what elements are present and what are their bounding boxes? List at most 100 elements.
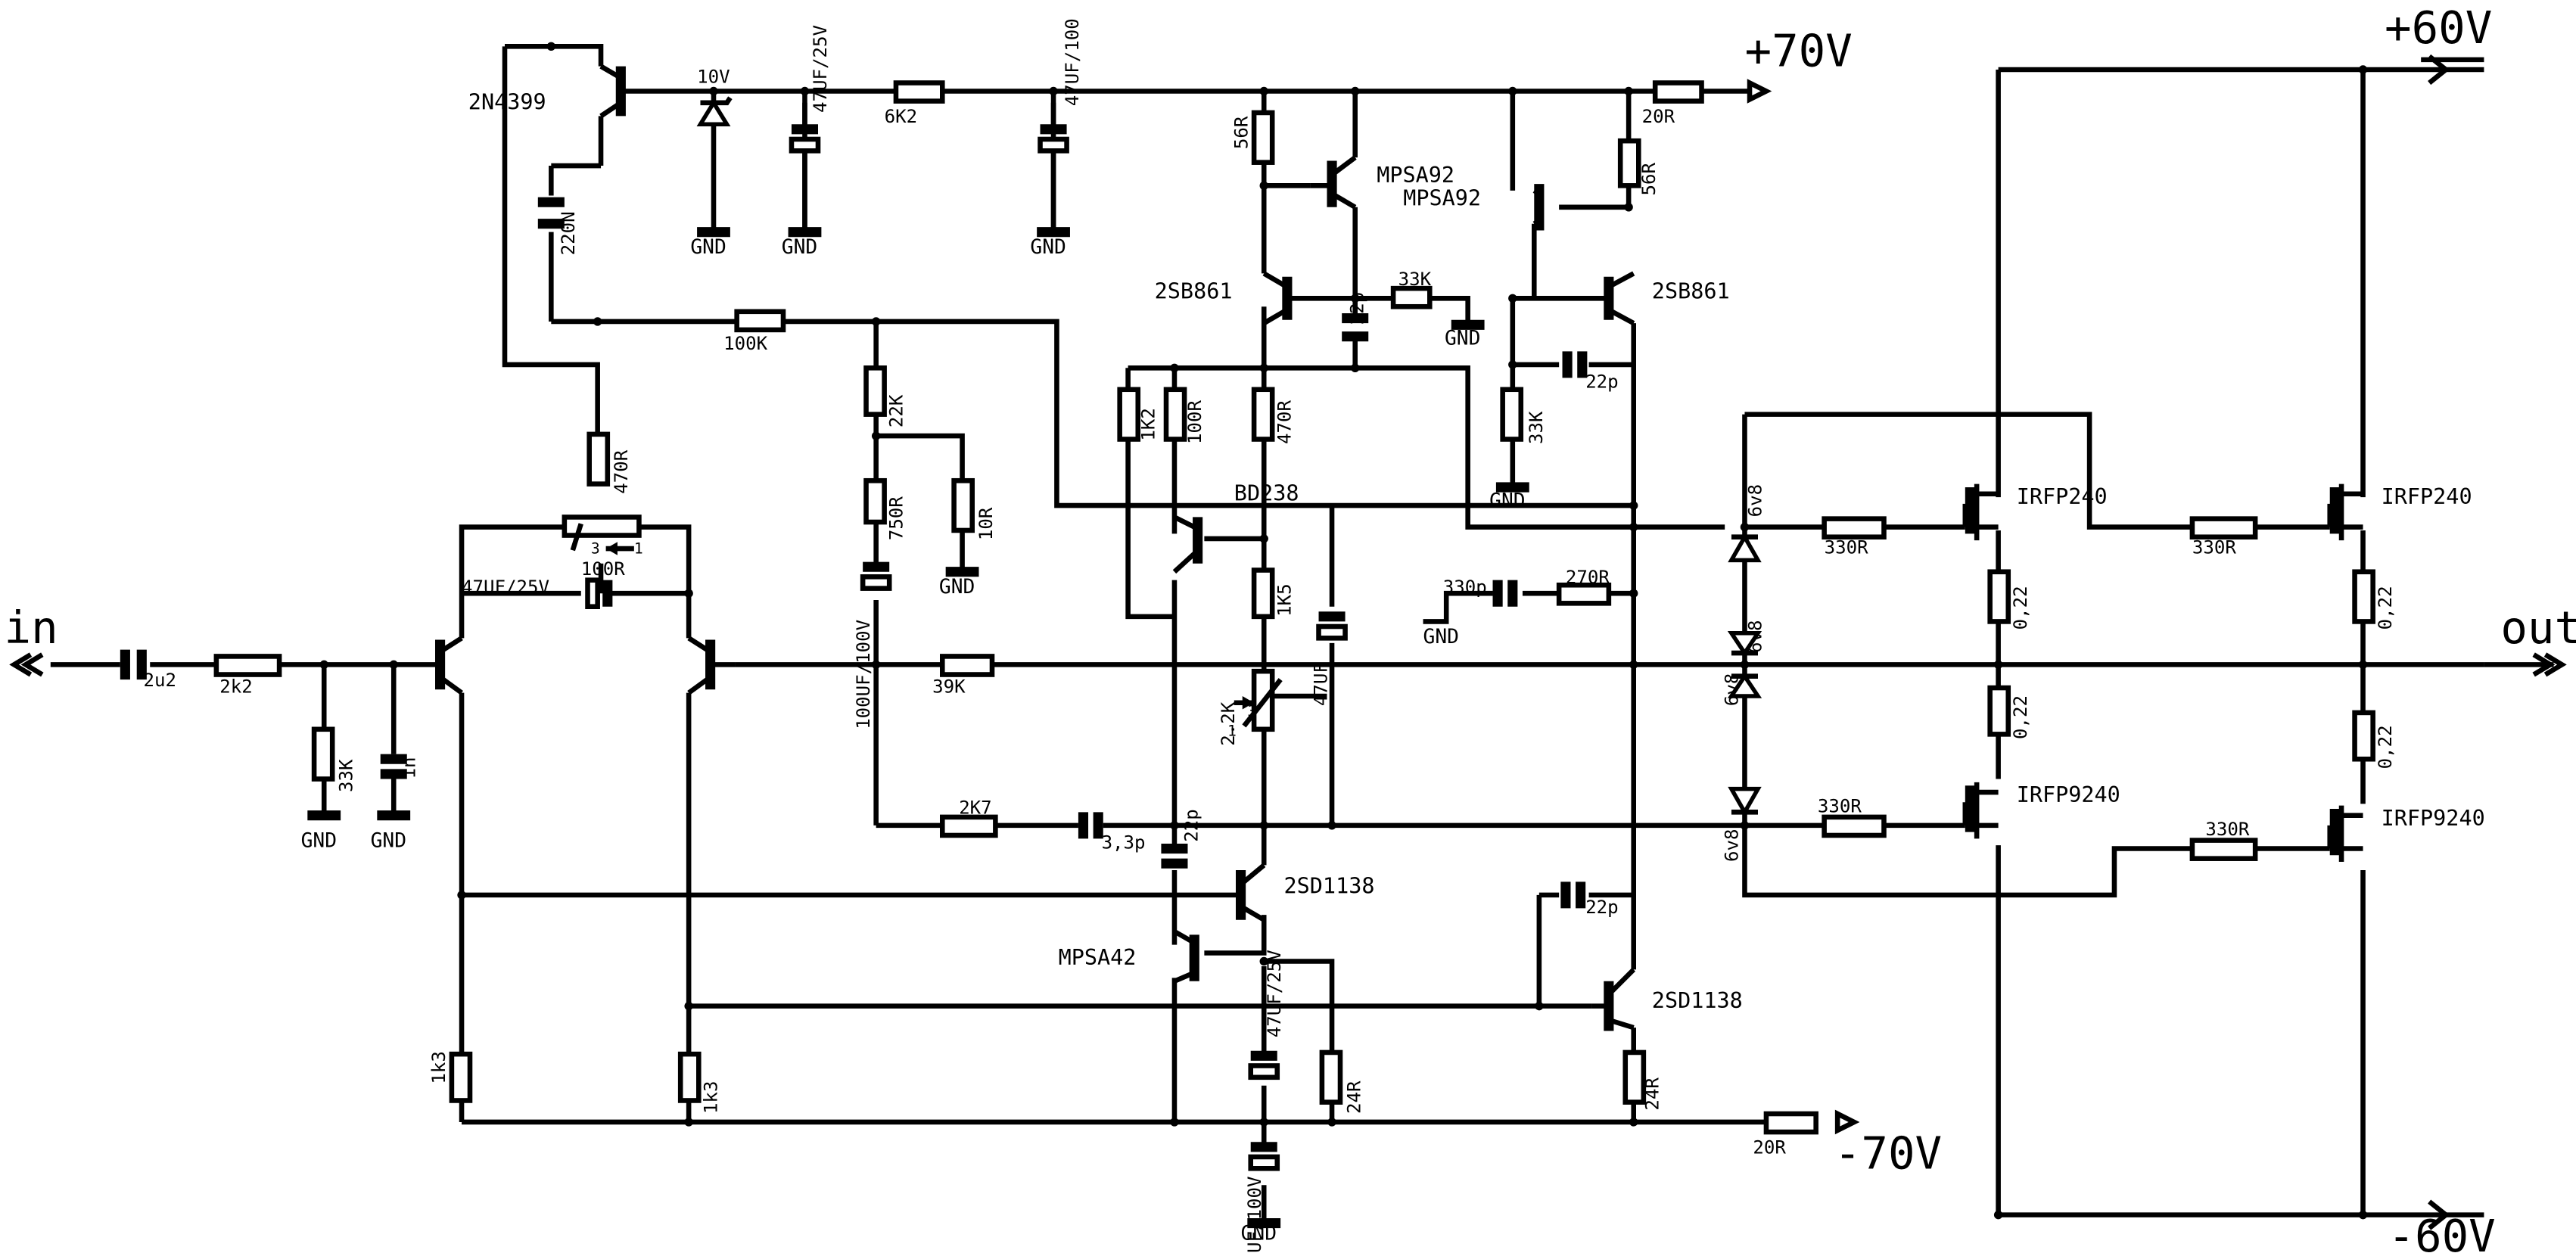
label-r-2k2: 2k2 [219,676,253,698]
label-r-2-2k: 2.2K [1218,701,1239,745]
label-r-470r-tail: 470R [611,449,632,493]
resistor-2k7 [940,814,998,838]
label-r-2k7: 2K7 [959,798,992,819]
label-r-330r-4: 330R [2205,819,2249,840]
capacitor-3-3p [1078,812,1103,839]
label-r-56r-r: 56R [1638,162,1660,195]
resistor-100k [734,309,786,333]
pot-wipers [570,523,1283,728]
resistor-022-2 [1987,685,2011,737]
label-r-330r-1: 330R [1825,537,1868,558]
label-irfp9240-b: IRFP9240 [2382,806,2485,831]
label-r-20r-bot: 20R [1753,1137,1786,1158]
label-2sb861-l: 2SB861 [1155,278,1233,303]
label-pot2-p3: 3 [1247,702,1256,720]
resistor-24r-a [1319,1049,1343,1105]
resistor-20r-top [1652,80,1704,104]
label-gnd-7: GND [1423,626,1459,648]
resistor-1k3-a [449,1051,473,1103]
label-c-1n: 1n [399,757,420,779]
label-r-33k-v: 33K [1526,411,1547,444]
label-gnd-4: GND [1445,328,1480,350]
label-r-1k5: 1K5 [1274,583,1295,617]
resistor-2k2 [213,654,282,677]
capacitor-47uf-100 [1038,102,1069,232]
transistors [435,64,2363,1031]
capacitor-220n [537,197,565,229]
label-r-100r-v: 100R [1184,400,1206,444]
label-r-270r: 270R [1566,567,1610,588]
resistor-1k5 [1251,567,1275,620]
resistor-2-2k-pot [1251,668,1275,732]
label-z4: 6v8 [1722,829,1743,863]
capacitor-47uf-25v-b [1248,1050,1280,1080]
label-r-33k-in: 33K [335,759,356,792]
label-r-56r-l: 56R [1230,116,1252,149]
label-r-022-2: 0,22 [2010,695,2031,739]
label-gnd-6: GND [939,576,975,599]
label-mpsa42: MPSA42 [1059,945,1137,970]
resistor-24r-b [1622,1049,1647,1105]
label-mpsa92-b: MPSA92 [1403,186,1481,211]
resistors [213,80,2375,1135]
junction-dots [319,42,2368,1220]
label-r-022-3: 0,22 [2375,586,2396,630]
label-r-330r-3: 330R [1818,795,1862,816]
transistor-mpsa92-b [1532,184,1545,231]
capacitor-2u2 [120,649,147,680]
capacitor-1n [380,754,407,779]
capacitor-bottom-elec [1248,1142,1280,1171]
mosfet-irfp240-a [1962,483,1999,541]
capacitor-100uf [860,561,892,591]
label-r-1k2: 1K2 [1138,408,1159,441]
label-gnd-5: GND [1489,490,1525,512]
resistor-330r-1 [1822,516,1887,540]
label-irfp240-b: IRFP240 [2382,484,2472,509]
label-c-bot-elec: UF/100V [1244,1177,1265,1253]
mosfet-irfp9240-b [2327,805,2363,863]
label-gnd-1: GND [690,236,726,259]
label-2sd1138-a: 2SD1138 [1284,874,1375,899]
label-c-47uf-diff: 47UF/25V [462,577,549,598]
zener-6v8-3 [1727,672,1762,698]
label-r-10r: 10R [975,507,997,540]
zener-6v8-4 [1728,786,1762,816]
label-bd238: BD238 [1234,481,1299,506]
resistor-022-4 [2352,710,2375,762]
label-gnd-10: GND [1241,1222,1277,1245]
label-mpsa92-a: MPSA92 [1377,163,1454,188]
capacitor-330p [1492,580,1518,607]
label-p60: +60V [2385,2,2492,54]
label-gnd-3: GND [1030,236,1066,259]
transistor-2sb861-right [1604,271,1635,326]
transistor-2sd1138-b [1591,968,1636,1031]
resistor-022-3 [2352,569,2375,624]
label-c-47uf-100: 47UF/100 [1062,18,1083,106]
label-2n4399: 2N4399 [468,90,546,115]
resistor-33k-top [1390,285,1433,309]
label-r-6k2: 6K2 [885,106,918,127]
label-r-1k3-b: 1k3 [700,1081,721,1115]
mosfet-irfp9240-a [1962,782,1999,839]
transistor-2sa872-b [687,636,736,695]
label-pot-p3: 3 [591,540,600,558]
resistor-330r-3 [1822,814,1887,838]
capacitor-47uf-v [1316,611,1348,641]
label-r-39k: 39K [932,676,966,698]
transistor-2sb861-left [1262,271,1293,325]
zener-6v8-1 [1728,533,1762,563]
zener-10v [696,96,733,127]
label-pot2-p1: 1 [1227,723,1237,740]
label-gnd-8: GND [301,829,337,852]
resistor-10r [951,477,975,533]
resistor-100r-v [1163,387,1187,442]
label-zener-10v: 10V [697,67,730,88]
wires [50,44,2484,1223]
label-gnd-9: GND [371,829,406,852]
transistor-bd238 [1172,515,1203,574]
resistor-1k3-b [677,1051,702,1103]
label-m60: -60V [2388,1210,2495,1253]
label-p70: +70V [1744,25,1852,77]
label-irfp9240-a: IRFP9240 [2017,782,2120,807]
